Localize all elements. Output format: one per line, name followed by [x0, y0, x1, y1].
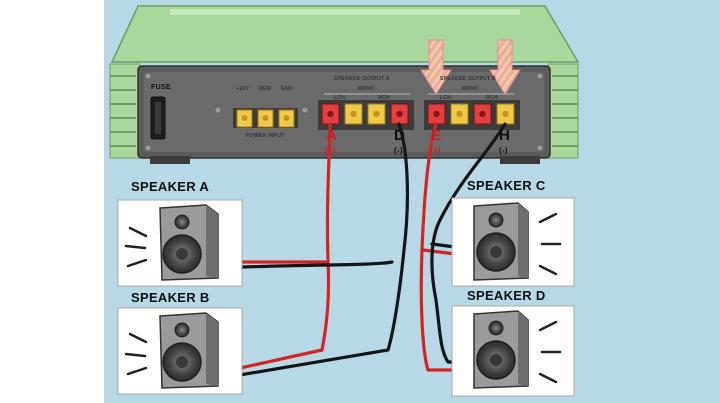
speaker-box-a: [117, 199, 243, 287]
terminal-polarity-d: (-): [394, 146, 403, 155]
rch-label-a: RCH: [378, 95, 390, 101]
terminal-polarity-h: (-): [499, 146, 508, 155]
wire-black-left-branch: [220, 260, 394, 270]
screw: [537, 145, 543, 151]
arrow-down-icon: [420, 39, 452, 95]
power-terminal-label-gnd: GND: [281, 86, 294, 92]
wire-black-right: [430, 122, 507, 364]
terminal-letter-a: A: [326, 127, 338, 144]
terminal-letter-h: H: [499, 127, 511, 144]
screw: [302, 107, 308, 113]
pointer-arrows: [420, 39, 521, 95]
amplifier: [109, 5, 580, 164]
power-terminals: [236, 109, 295, 128]
terminal-polarity-a: (+): [325, 146, 336, 155]
amp-foot-right: [500, 156, 540, 164]
speaker-box-d: [451, 305, 575, 397]
fuse-label: FUSE: [151, 84, 171, 91]
terminal-letter-e: E: [431, 127, 442, 144]
output-terminals: [321, 103, 515, 125]
amp-top-cover: [110, 5, 580, 63]
speaker-box-b: [117, 307, 243, 395]
mono-label-b: MONO: [462, 86, 479, 92]
speaker-output-b-title: SPEAKER OUTPUT B: [440, 76, 496, 82]
power-terminal-label-12v: +12V: [236, 86, 250, 92]
left-heatsink: [109, 63, 141, 159]
lch-label-a: LCH: [334, 95, 346, 101]
speaker-a-label: SPEAKER A: [131, 179, 210, 194]
speaker-b-label: SPEAKER B: [131, 290, 210, 305]
screw: [215, 107, 221, 113]
amp-foot-left: [150, 156, 190, 164]
speaker-d-label: SPEAKER D: [467, 288, 546, 303]
right-heatsink: [547, 63, 579, 159]
lch-label-b: LCH: [440, 95, 452, 101]
wire-black-left: [220, 122, 410, 380]
terminal-letter-d: D: [394, 127, 406, 144]
screw: [537, 73, 543, 79]
power-input-title: POWER INPUT: [246, 133, 285, 139]
wire-red-left: [220, 122, 332, 374]
screw: [145, 73, 151, 79]
mono-label-a: MONO: [358, 86, 375, 92]
screw: [145, 145, 151, 151]
speaker-c-label: SPEAKER C: [467, 178, 546, 193]
terminal-polarity-e: (+): [430, 146, 441, 155]
arrow-down-icon: [489, 39, 521, 95]
wire-red-right-branch: [421, 248, 457, 256]
speaker-box-c: [451, 197, 575, 287]
rch-label-b: RCH: [486, 95, 498, 101]
speaker-output-a-title: SPEAKER OUTPUT A: [334, 76, 390, 82]
power-terminal-label-rem: REM: [259, 86, 272, 92]
wire-black-right-branch: [430, 242, 457, 249]
